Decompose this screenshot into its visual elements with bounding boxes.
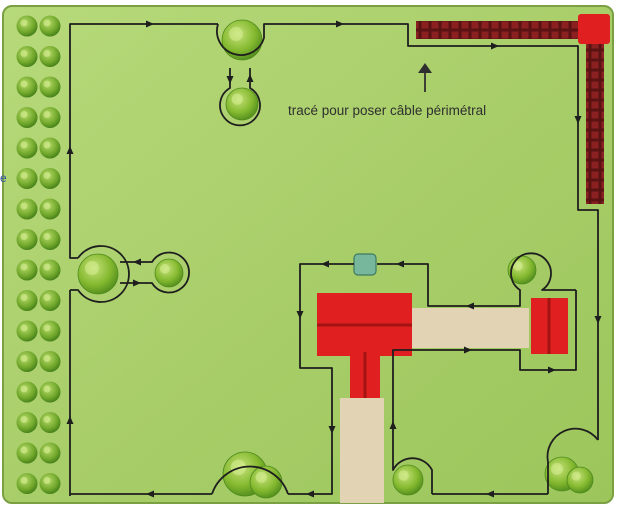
hedge-bush-icon — [16, 15, 61, 494]
garden-path — [340, 308, 529, 503]
hedge-bush — [39, 107, 61, 128]
cable-arrow — [466, 302, 474, 310]
cable-arrow — [296, 311, 304, 319]
cable-arrow — [574, 116, 582, 124]
hedge-bush — [16, 351, 38, 372]
charging-station-icon — [353, 253, 377, 276]
cable-arrow — [594, 316, 602, 324]
cable-arrow — [146, 20, 154, 28]
cable-arrow — [328, 426, 336, 434]
tree — [566, 466, 594, 494]
hedge-bush — [39, 412, 61, 433]
cable-arrow — [321, 260, 329, 268]
edge-text-fragment: e — [0, 171, 7, 185]
hedge-bush — [39, 381, 61, 403]
hedge-bush — [39, 259, 61, 281]
tree — [221, 19, 263, 61]
hedge-bush — [39, 168, 61, 189]
cable-arrow — [486, 490, 494, 498]
hedge-bush — [16, 15, 38, 37]
cable-direction-arrows — [66, 20, 602, 498]
hedge-bush — [16, 46, 38, 67]
hedge-bush — [16, 229, 38, 250]
cable-arrow — [548, 366, 556, 374]
cable-arrow — [66, 146, 74, 154]
cable-arrow — [396, 260, 404, 268]
hedge-bush — [16, 442, 38, 464]
hedge-bush — [39, 229, 61, 250]
hedge-bush — [16, 290, 38, 311]
tree — [392, 464, 424, 496]
hedge-bush — [16, 259, 38, 281]
hedge-bush — [16, 168, 38, 189]
cable-arrow — [491, 42, 499, 50]
hedge-bush — [16, 198, 38, 220]
hedge-bush — [39, 442, 61, 464]
hedge-bush — [39, 290, 61, 311]
cable-arrow — [146, 490, 154, 498]
hedge-bush — [16, 107, 38, 128]
hedge-bush — [16, 320, 38, 342]
cable-arrow — [133, 279, 141, 287]
tree — [154, 258, 184, 288]
hedge-bush — [39, 46, 61, 67]
cable-caption: tracé pour poser câble périmétral — [288, 103, 487, 118]
hedge-bush — [39, 320, 61, 342]
hedge-bush — [39, 76, 61, 98]
cable-arrow — [306, 490, 314, 498]
hedge-bush — [39, 198, 61, 220]
tree — [77, 253, 119, 295]
cable-arrow — [246, 74, 254, 82]
cable-arrow — [464, 346, 472, 354]
cable-arrow — [226, 76, 234, 84]
cable-arrow — [336, 20, 344, 28]
cable-arrow — [66, 416, 74, 424]
cable-arrow — [133, 258, 141, 266]
shed-icon — [531, 298, 568, 354]
hedge-bush — [39, 137, 61, 159]
tree — [249, 465, 283, 499]
lawn — [2, 5, 614, 504]
hedge-bush — [16, 473, 38, 494]
house-icon — [317, 293, 412, 398]
hedge-bush — [16, 137, 38, 159]
hedge-bush — [39, 473, 61, 494]
cable-arrow — [389, 421, 397, 429]
wall-icon — [416, 14, 610, 204]
hedge-bush — [16, 76, 38, 98]
hedge-bush — [39, 15, 61, 37]
hedge-bush — [16, 412, 38, 433]
arrow-up-icon — [418, 63, 432, 92]
tree — [225, 87, 259, 121]
hedge-bush — [39, 351, 61, 372]
hedge-bush — [16, 381, 38, 403]
